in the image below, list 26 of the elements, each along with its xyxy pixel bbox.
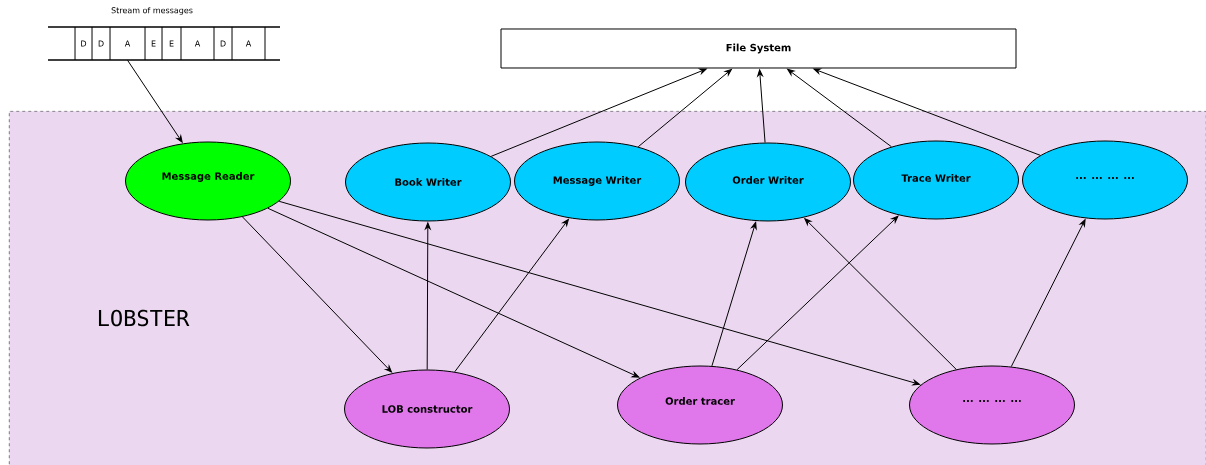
arrow [278,200,920,386]
arrow [490,68,707,157]
message-cell: D [74,26,87,61]
tape-title: Stream of messages [111,7,193,15]
arrow [757,69,766,143]
arrow [127,59,183,143]
file-system-box: File System [500,28,1017,69]
message-cell: E [161,26,174,61]
arrow [637,68,732,148]
arrow [736,215,899,371]
message-cell: A [180,26,201,61]
arrow [1010,219,1086,368]
boundary-label: LOBSTER [98,309,190,327]
arrow [424,222,431,370]
arrow [813,68,1041,156]
arrow [787,68,892,148]
arrow [454,218,569,373]
message-cell: A [231,26,266,61]
message-cell: D [91,26,104,61]
arrow [242,216,393,373]
arrow [267,207,640,378]
message-cell: E [144,26,156,61]
message-cell: A [109,26,131,61]
arrow [804,218,957,370]
arrow [711,221,757,367]
message-cell: D [213,26,226,61]
